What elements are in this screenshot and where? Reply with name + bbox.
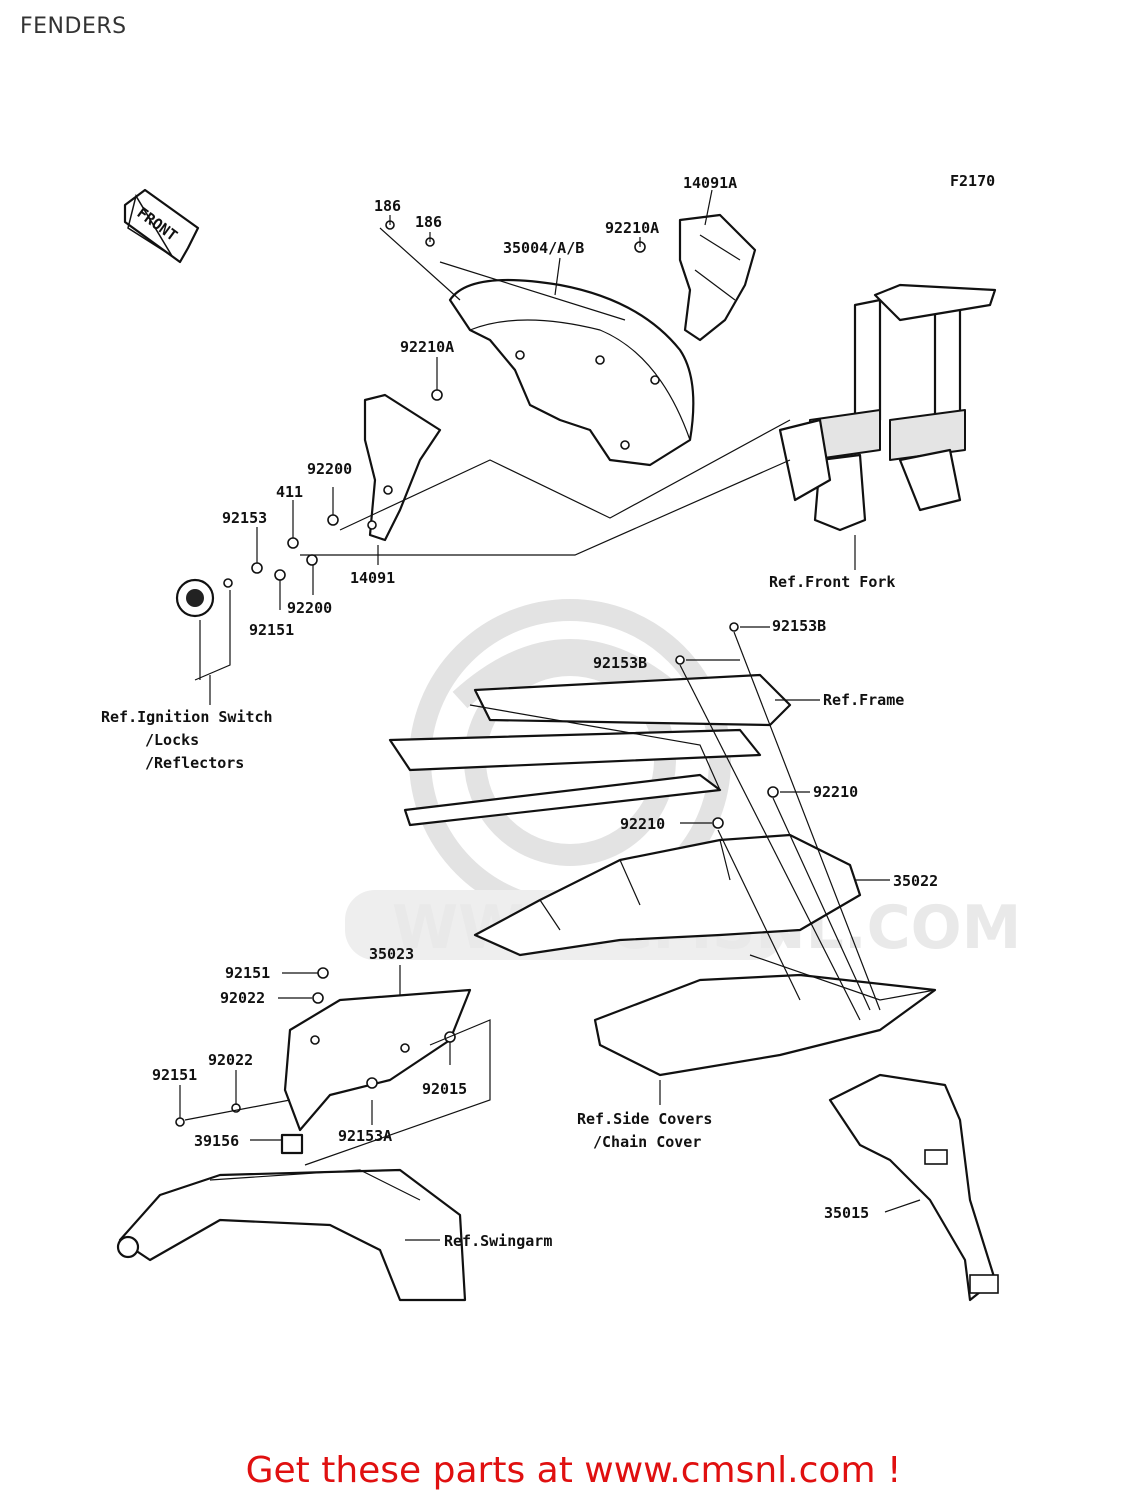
label-92153A: 92153A [338, 1127, 392, 1145]
ref-locks: /Locks [145, 731, 199, 749]
ref-swingarm: Ref.Swingarm [444, 1232, 552, 1250]
ref-frame: Ref.Frame [823, 691, 904, 709]
label-92200-top: 92200 [307, 460, 352, 478]
cover-panel-14091 [363, 393, 442, 542]
label-92153B-b: 92153B [593, 654, 647, 672]
ref-ignition-switch: Ref.Ignition Switch [101, 708, 273, 726]
label-35023: 35023 [369, 945, 414, 963]
page-title: FENDERS [20, 14, 127, 39]
label-92022-b: 92022 [208, 1051, 253, 1069]
leader-lines [179, 189, 921, 1241]
rear-fender-35015 [828, 1073, 999, 1302]
label-92153B-a: 92153B [772, 617, 826, 635]
swingarm-part [116, 1168, 467, 1302]
ref-side-covers: Ref.Side Covers [577, 1110, 712, 1128]
label-92210A-top: 92210A [605, 219, 659, 237]
side-cover-35023 [283, 988, 472, 1132]
figure-code: F2170 [950, 172, 995, 190]
footer-promo-link[interactable]: Get these parts at www.cmsnl.com ! [245, 1450, 902, 1491]
label-35004: 35004/A/B [503, 239, 584, 257]
front-forks [778, 283, 997, 532]
label-35022: 35022 [893, 872, 938, 890]
label-92210A-mid: 92210A [400, 338, 454, 356]
label-411: 411 [276, 483, 303, 501]
label-39156: 39156 [194, 1132, 239, 1150]
label-92151-b: 92151 [225, 964, 270, 982]
label-92210-b: 92210 [620, 815, 665, 833]
label-92015: 92015 [422, 1080, 467, 1098]
label-92153: 92153 [222, 509, 267, 527]
label-92210-a: 92210 [813, 783, 858, 801]
ref-chain-cover: /Chain Cover [593, 1133, 701, 1151]
part-39156 [280, 1133, 304, 1155]
label-35015: 35015 [824, 1204, 869, 1222]
ref-reflectors: /Reflectors [145, 754, 244, 772]
tail-cover [593, 954, 937, 1077]
label-14091: 14091 [350, 569, 395, 587]
label-186-a: 186 [374, 197, 401, 215]
label-92022-a: 92022 [220, 989, 265, 1007]
label-92151-c: 92151 [152, 1066, 197, 1084]
label-92151-top: 92151 [249, 621, 294, 639]
label-92200-bottom: 92200 [287, 599, 332, 617]
frame-part [388, 673, 792, 827]
fenders-exploded-diagram: WWW.CMSNL.COM FRONT F2170 [101, 172, 1021, 1302]
front-direction-arrow: FRONT [123, 188, 200, 264]
cover-panel-14091A [678, 213, 757, 342]
label-14091A: 14091A [683, 174, 737, 192]
label-186-b: 186 [415, 213, 442, 231]
ref-front-fork: Ref.Front Fork [769, 573, 895, 591]
hardware-fasteners [175, 220, 779, 1127]
reflector-part [175, 578, 215, 618]
front-fender-35004 [448, 278, 695, 467]
